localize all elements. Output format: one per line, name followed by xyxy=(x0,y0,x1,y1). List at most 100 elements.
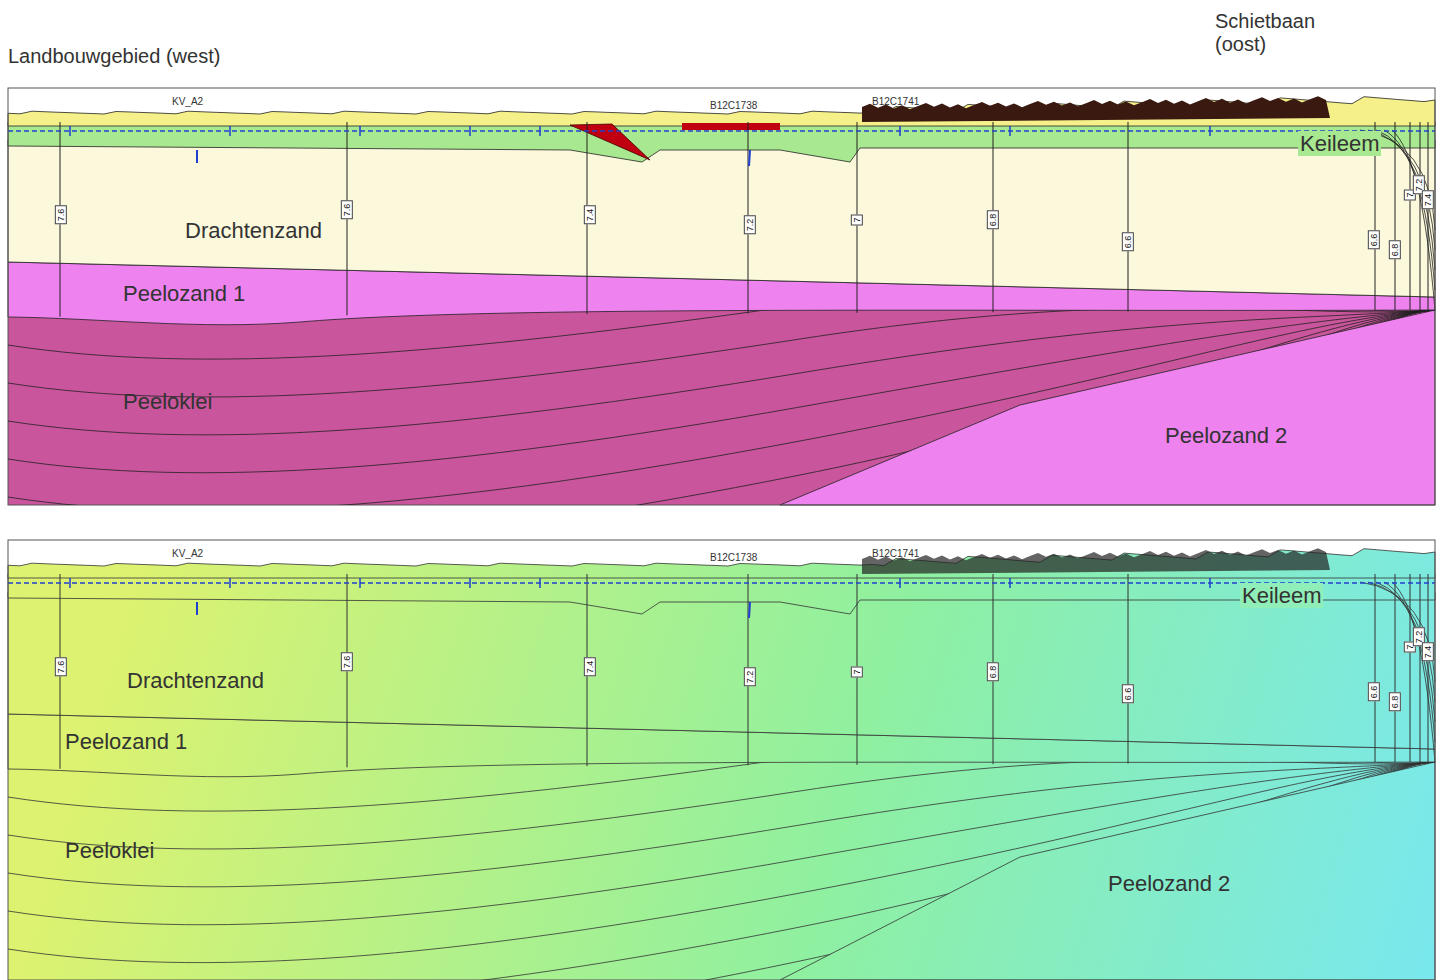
flow-line xyxy=(1420,574,1421,762)
contour-value: 7.4 xyxy=(584,658,596,677)
contour-value: 6.6 xyxy=(1368,683,1380,702)
filter-tick xyxy=(539,578,541,588)
contour-line xyxy=(8,762,1435,963)
drachtenzand-fill xyxy=(8,140,1435,297)
contour-value: 7.6 xyxy=(55,658,67,677)
keileem-curve xyxy=(1392,130,1435,310)
contour-value: 6.8 xyxy=(1389,241,1401,260)
filter-tick xyxy=(229,578,231,588)
peelozand2-fill xyxy=(780,310,1435,505)
contour-value: 7.2 xyxy=(744,216,756,235)
contour-line xyxy=(8,762,1435,980)
peeloklei-fill xyxy=(8,300,1435,505)
keileem-curve xyxy=(1368,582,1435,702)
flow-line xyxy=(1128,122,1129,312)
dark-topsoil xyxy=(862,96,1330,122)
contour-value: 7.6 xyxy=(55,206,67,225)
borehole-label: B12C1741 xyxy=(872,548,919,560)
flow-line xyxy=(1395,122,1396,310)
contour-value: 6.6 xyxy=(1122,233,1134,252)
contour-line xyxy=(8,762,1435,887)
contour-line xyxy=(8,762,1435,980)
layer-name: Keileem xyxy=(1240,583,1323,608)
filter xyxy=(749,602,750,618)
flow-line xyxy=(1375,574,1376,762)
filter-tick xyxy=(359,126,361,136)
contour-line xyxy=(8,762,1435,925)
contour-value: 6.8 xyxy=(987,663,999,682)
borehole-label: B12C1738 xyxy=(710,552,757,564)
contour-line xyxy=(8,310,1435,549)
contour-lines xyxy=(8,738,1435,980)
keileem-fill xyxy=(8,122,1435,162)
filter-tick xyxy=(1009,578,1011,588)
filter-tick xyxy=(359,578,361,588)
contour-line xyxy=(8,738,1435,811)
flow-line xyxy=(1428,122,1429,310)
header-label: Landbouwgebied (west) xyxy=(8,45,220,68)
contour-lines xyxy=(8,286,1435,776)
contour-value: 7.4 xyxy=(1422,643,1434,662)
contour-value: 7.4 xyxy=(584,206,596,225)
flow-line xyxy=(1410,122,1411,310)
layer-name: Peelozand 2 xyxy=(1165,423,1287,448)
contour-line xyxy=(8,308,1435,397)
filter-tick xyxy=(69,126,71,136)
layer-name: Peeloklei xyxy=(123,389,212,414)
contour-line xyxy=(8,762,1435,980)
peeloklei-fill xyxy=(8,752,1435,980)
filter-tick xyxy=(1209,578,1211,588)
topsoil-fill xyxy=(8,549,1435,578)
red-bar xyxy=(682,123,780,130)
filter-tick xyxy=(1009,126,1011,136)
flow-line xyxy=(1128,574,1129,764)
filter-tick xyxy=(899,126,901,136)
filter-tick xyxy=(899,578,901,588)
filter-tick xyxy=(1209,126,1211,136)
red-lens xyxy=(570,124,650,160)
contour-line xyxy=(8,762,1435,980)
contour-value: 6.8 xyxy=(987,211,999,230)
contour-line xyxy=(8,762,1435,980)
contour-value: 7.6 xyxy=(341,201,353,220)
filter xyxy=(196,602,198,615)
flow-line xyxy=(1420,122,1421,310)
filter-tick xyxy=(469,126,471,136)
groundwater-level xyxy=(8,582,1435,584)
contour-line xyxy=(8,762,1435,980)
keileem-curve xyxy=(1376,582,1435,722)
contour-line xyxy=(8,310,1435,624)
layer-name: Keileem xyxy=(1298,131,1381,156)
contour-value: 7 xyxy=(851,214,863,225)
borehole-label: B12C1738 xyxy=(710,100,757,112)
keileem-curve xyxy=(1376,130,1435,270)
contour-line xyxy=(8,310,1435,776)
filter xyxy=(749,150,750,166)
header-label: Schietbaan (oost) xyxy=(1215,10,1365,56)
contour-value: 6.6 xyxy=(1122,685,1134,704)
layer-name: Peelozand 2 xyxy=(1108,871,1230,896)
flow-line xyxy=(1395,574,1396,762)
layer-name: Peelozand 1 xyxy=(65,729,187,754)
dark-topsoil xyxy=(862,548,1330,574)
contour-line xyxy=(8,760,1435,849)
filter xyxy=(196,150,198,163)
section-panel xyxy=(8,540,1435,980)
contour-value: 6.6 xyxy=(1368,231,1380,250)
groundwater-level xyxy=(8,130,1435,132)
contour-value: 6.8 xyxy=(1389,693,1401,712)
contour-line xyxy=(8,310,1435,473)
keileem-curve xyxy=(1392,582,1435,762)
panel-frame xyxy=(8,88,1435,505)
filter-tick xyxy=(229,126,231,136)
layer-name: Peelozand 1 xyxy=(123,281,245,306)
contour-line xyxy=(8,310,1435,586)
filter-tick xyxy=(69,578,71,588)
contour-value: 7.2 xyxy=(744,668,756,687)
layer-name: Peeloklei xyxy=(65,838,154,863)
drachtenzand-fill xyxy=(8,592,1435,749)
keileem-fill xyxy=(8,574,1435,614)
flow-line xyxy=(1428,574,1429,762)
